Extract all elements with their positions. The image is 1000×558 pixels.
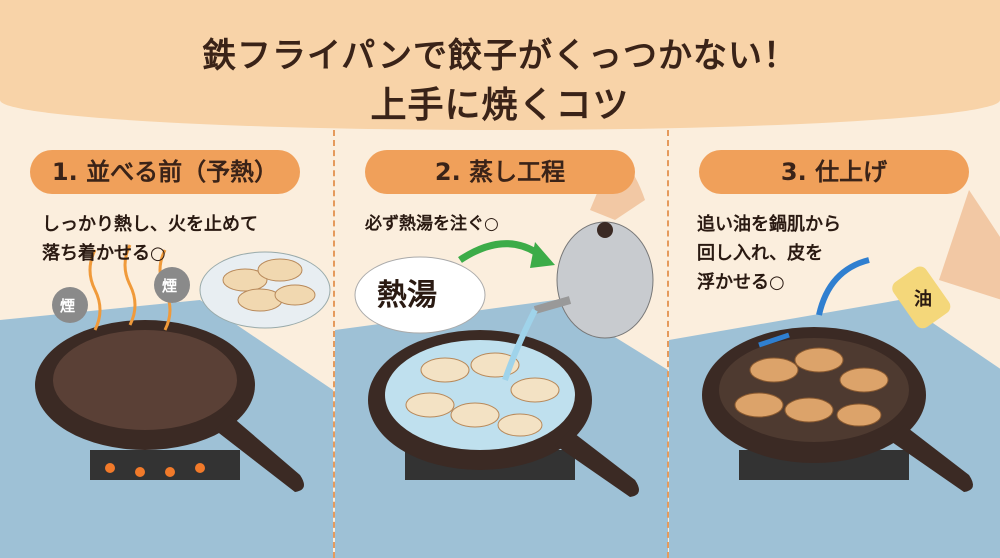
step-2-panel: 2. 蒸し工程 必ず熱湯を注ぐ○ 熱湯	[335, 130, 668, 558]
oil-label: 油	[914, 289, 932, 310]
step-3-heading: 3. 仕上げ	[699, 150, 969, 194]
title-banner: 鉄フライパンで餃子がくっつかない！ 上手に焼くコツ	[0, 0, 1000, 130]
finishing-illustration	[669, 190, 1000, 558]
divider	[333, 130, 335, 558]
step-3-panel: 3. 仕上げ 追い油を鍋肌から 回し入れ、皮を 浮かせる○ 油	[669, 130, 1000, 558]
preheat-illustration	[0, 244, 333, 558]
step-1-panel: 1. 並べる前（予熱） しっかり熱し、火を止めて 落ち着かせる○ 煙 煙	[0, 130, 333, 558]
step-2-heading: 2. 蒸し工程	[365, 150, 635, 194]
title-line-1: 鉄フライパンで餃子がくっつかない！	[201, 36, 799, 76]
step-1-text: しっかり熱し、火を止めて 落ち着かせる○	[42, 214, 258, 264]
step-1-heading: 1. 並べる前（予熱）	[30, 150, 300, 194]
title-line-2: 上手に焼くコツ	[370, 85, 630, 126]
step-2-text: 必ず熱湯を注ぐ○	[365, 214, 499, 234]
step-3-text: 追い油を鍋肌から 回し入れ、皮を 浮かせる○	[697, 214, 841, 293]
smoke-label-2: 煙	[162, 277, 178, 295]
steaming-illustration	[335, 150, 668, 558]
hot-water-label: 熱湯	[377, 278, 437, 313]
divider-2	[667, 130, 669, 558]
smoke-label: 煙	[60, 297, 76, 315]
